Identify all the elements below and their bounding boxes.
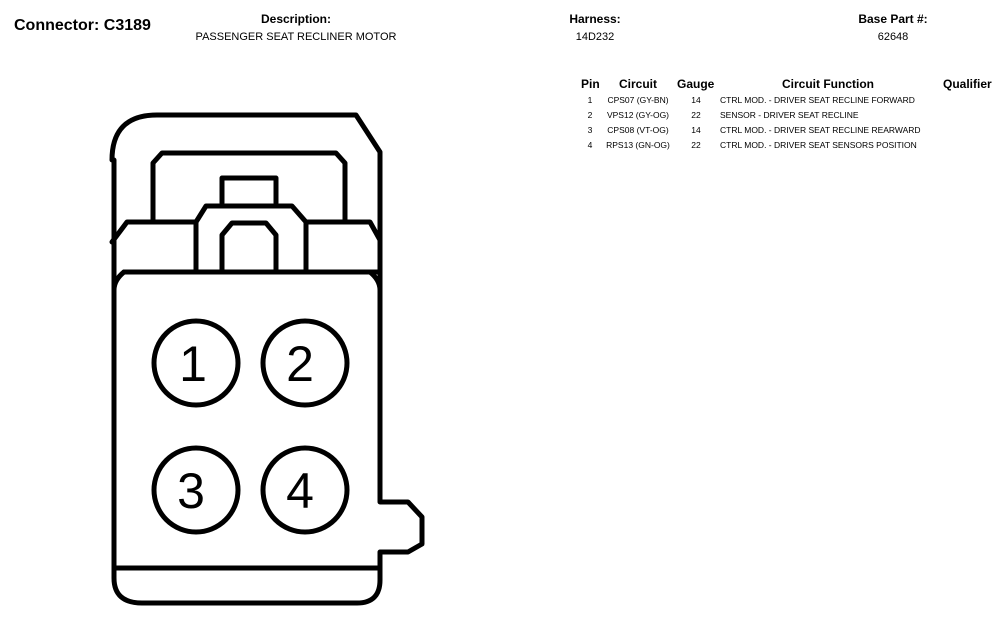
function-cell: SENSOR - DRIVER SEAT RECLINE bbox=[720, 110, 859, 120]
pin-1-cavity bbox=[151, 318, 241, 408]
pin-cell: 3 bbox=[587, 125, 593, 135]
header-gauge: Gauge bbox=[677, 77, 715, 91]
connector-title: Connector: C3189 bbox=[14, 17, 151, 34]
circuit-cell: CPS07 (GY-BN) bbox=[607, 95, 669, 105]
function-cell: CTRL MOD. - DRIVER SEAT RECLINE FORWARD bbox=[720, 95, 915, 105]
header-circuit: Circuit bbox=[619, 77, 658, 91]
pin-cell: 4 bbox=[587, 140, 593, 150]
function-cell: CTRL MOD. - DRIVER SEAT RECLINE REARWARD bbox=[720, 125, 921, 135]
gauge-cell: 22 bbox=[691, 140, 701, 150]
circuit-cell: VPS12 (GY-OG) bbox=[606, 110, 670, 120]
circuit-cell: CPS08 (VT-OG) bbox=[607, 125, 669, 135]
pin-2-cavity bbox=[260, 318, 350, 408]
latch-top-key bbox=[219, 175, 279, 206]
pin-1-label: 1 bbox=[179, 336, 207, 392]
gauge-cell: 22 bbox=[691, 110, 701, 120]
harness-value: 14D232 bbox=[575, 31, 615, 43]
description-label: Description: bbox=[260, 12, 331, 26]
latch-window bbox=[219, 220, 279, 275]
function-cell: CTRL MOD. - DRIVER SEAT SENSORS POSITION bbox=[720, 140, 917, 150]
latch-shoulders bbox=[109, 219, 199, 293]
pin-cell: 1 bbox=[587, 95, 593, 105]
pin-4-label: 4 bbox=[286, 463, 314, 519]
latch-key bbox=[193, 203, 309, 225]
pin-cell: 2 bbox=[587, 110, 593, 120]
base-part-value: 62648 bbox=[877, 31, 909, 43]
circuit-cell: RPS13 (GN-OG) bbox=[606, 140, 670, 150]
pin-3-cavity bbox=[151, 445, 241, 535]
header-pin: Pin bbox=[581, 77, 600, 91]
pin-3-label: 3 bbox=[177, 463, 205, 519]
gauge-cell: 14 bbox=[691, 95, 701, 105]
gauge-cell: 14 bbox=[691, 125, 701, 135]
latch-frame bbox=[150, 150, 348, 223]
header-circuit-function: Circuit Function bbox=[782, 77, 874, 91]
connector-outline bbox=[109, 112, 425, 606]
pin-2-label: 2 bbox=[286, 336, 314, 392]
latch-shoulders-right bbox=[303, 219, 383, 293]
description-value: PASSENGER SEAT RECLINER MOTOR bbox=[195, 31, 397, 43]
header-qualifier: Qualifier bbox=[943, 77, 992, 91]
pin-4-cavity bbox=[260, 445, 350, 535]
base-part-label: Base Part #: bbox=[858, 12, 928, 26]
harness-label: Harness: bbox=[569, 12, 621, 26]
